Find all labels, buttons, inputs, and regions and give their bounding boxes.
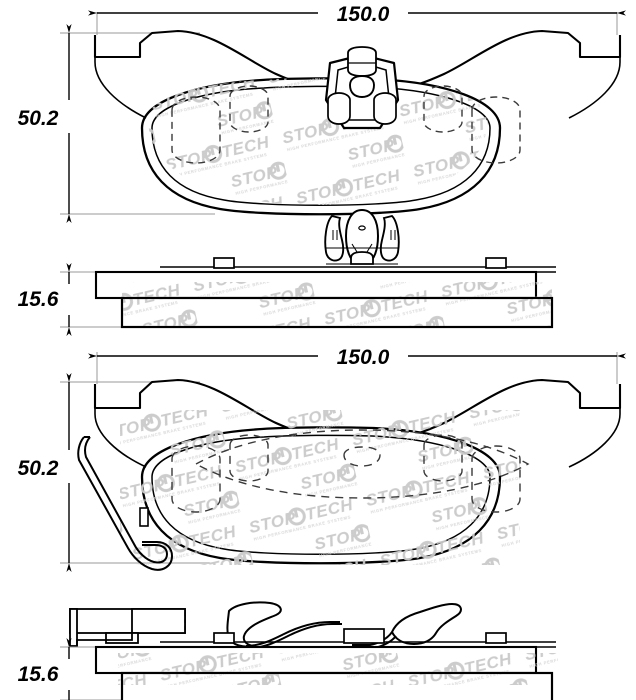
sensor-bracket-return xyxy=(76,633,133,646)
dimension-height-bottom: 50.2 xyxy=(18,373,72,572)
pad-2-locator-tab-center xyxy=(343,628,385,644)
pad-1-edge-friction-outline xyxy=(120,296,554,329)
pad-2-wear-sensor-wire xyxy=(77,436,173,571)
spring-clip-foot xyxy=(350,251,374,265)
pad-1-locator-tab-left xyxy=(213,257,235,269)
wave-spring-connector-left xyxy=(245,621,340,647)
pad-2-wear-sensor-bracket xyxy=(139,507,149,527)
sensor-bracket-tail xyxy=(131,608,186,634)
watermark-pad-2-edge xyxy=(118,653,558,685)
pad-1-hidden-details xyxy=(171,85,521,164)
pad-2-sensor-bracket-side xyxy=(69,608,186,647)
dim-label-thickness-bottom: 15.6 xyxy=(18,663,59,686)
dim-label-height-top: 50.2 xyxy=(18,107,59,130)
dimension-width-top: 150.0 xyxy=(88,3,626,26)
view-pad-2-edge: 15.6 xyxy=(18,601,558,700)
pad-2-wave-spring-clips xyxy=(226,601,462,649)
dim-label-thickness-top: 15.6 xyxy=(18,288,59,311)
dimension-thickness-top: 15.6 xyxy=(18,263,72,336)
spring-clip-left-arm xyxy=(324,214,345,262)
pad-1-hex-retention-clip xyxy=(324,46,400,130)
sensor-bracket-leg xyxy=(69,608,78,647)
dim-label-height-bottom: 50.2 xyxy=(18,457,59,480)
hex-clip-leg-left xyxy=(327,92,351,125)
hex-clip-center-hole xyxy=(349,75,375,98)
pad-2-hidden-backing-outline xyxy=(171,429,530,513)
dim-label-width-top: 150.0 xyxy=(337,3,390,26)
dim-label-width-bottom: 150.0 xyxy=(337,346,390,369)
watermark-pad-1-edge xyxy=(122,282,552,327)
pad-2-ear-seams xyxy=(94,408,621,468)
spring-clip-pin-hole xyxy=(358,225,366,231)
dimension-thickness-bottom: 15.6 xyxy=(18,638,72,700)
spring-clip-right-arm xyxy=(379,214,400,262)
pad-2-locator-tab-right xyxy=(485,632,507,644)
pad-1-locator-tab-right xyxy=(485,257,507,269)
wave-spring-clip-right xyxy=(391,603,462,645)
watermark-pad-1 xyxy=(148,78,488,205)
pad-1-ear-seams xyxy=(94,57,621,119)
pad-2-edge-friction-outline xyxy=(120,671,554,700)
watermark-pad-2 xyxy=(120,410,520,565)
sensor-bracket-pad xyxy=(105,632,139,644)
hex-clip-top-tab xyxy=(347,46,377,77)
view-pad-1-edge: 15.6 xyxy=(18,208,556,336)
pad-2-locator-tab-left xyxy=(213,632,235,644)
view-pad-1-face: 150.0 50.2 xyxy=(18,3,626,223)
hex-clip-leg-right xyxy=(373,92,397,125)
pad-1-spring-clip-side xyxy=(324,208,400,265)
dimension-height-top: 50.2 xyxy=(18,24,72,223)
dimension-width-bottom: 150.0 xyxy=(88,346,626,369)
view-pad-2-face: 150.0 50.2 xyxy=(18,346,626,572)
